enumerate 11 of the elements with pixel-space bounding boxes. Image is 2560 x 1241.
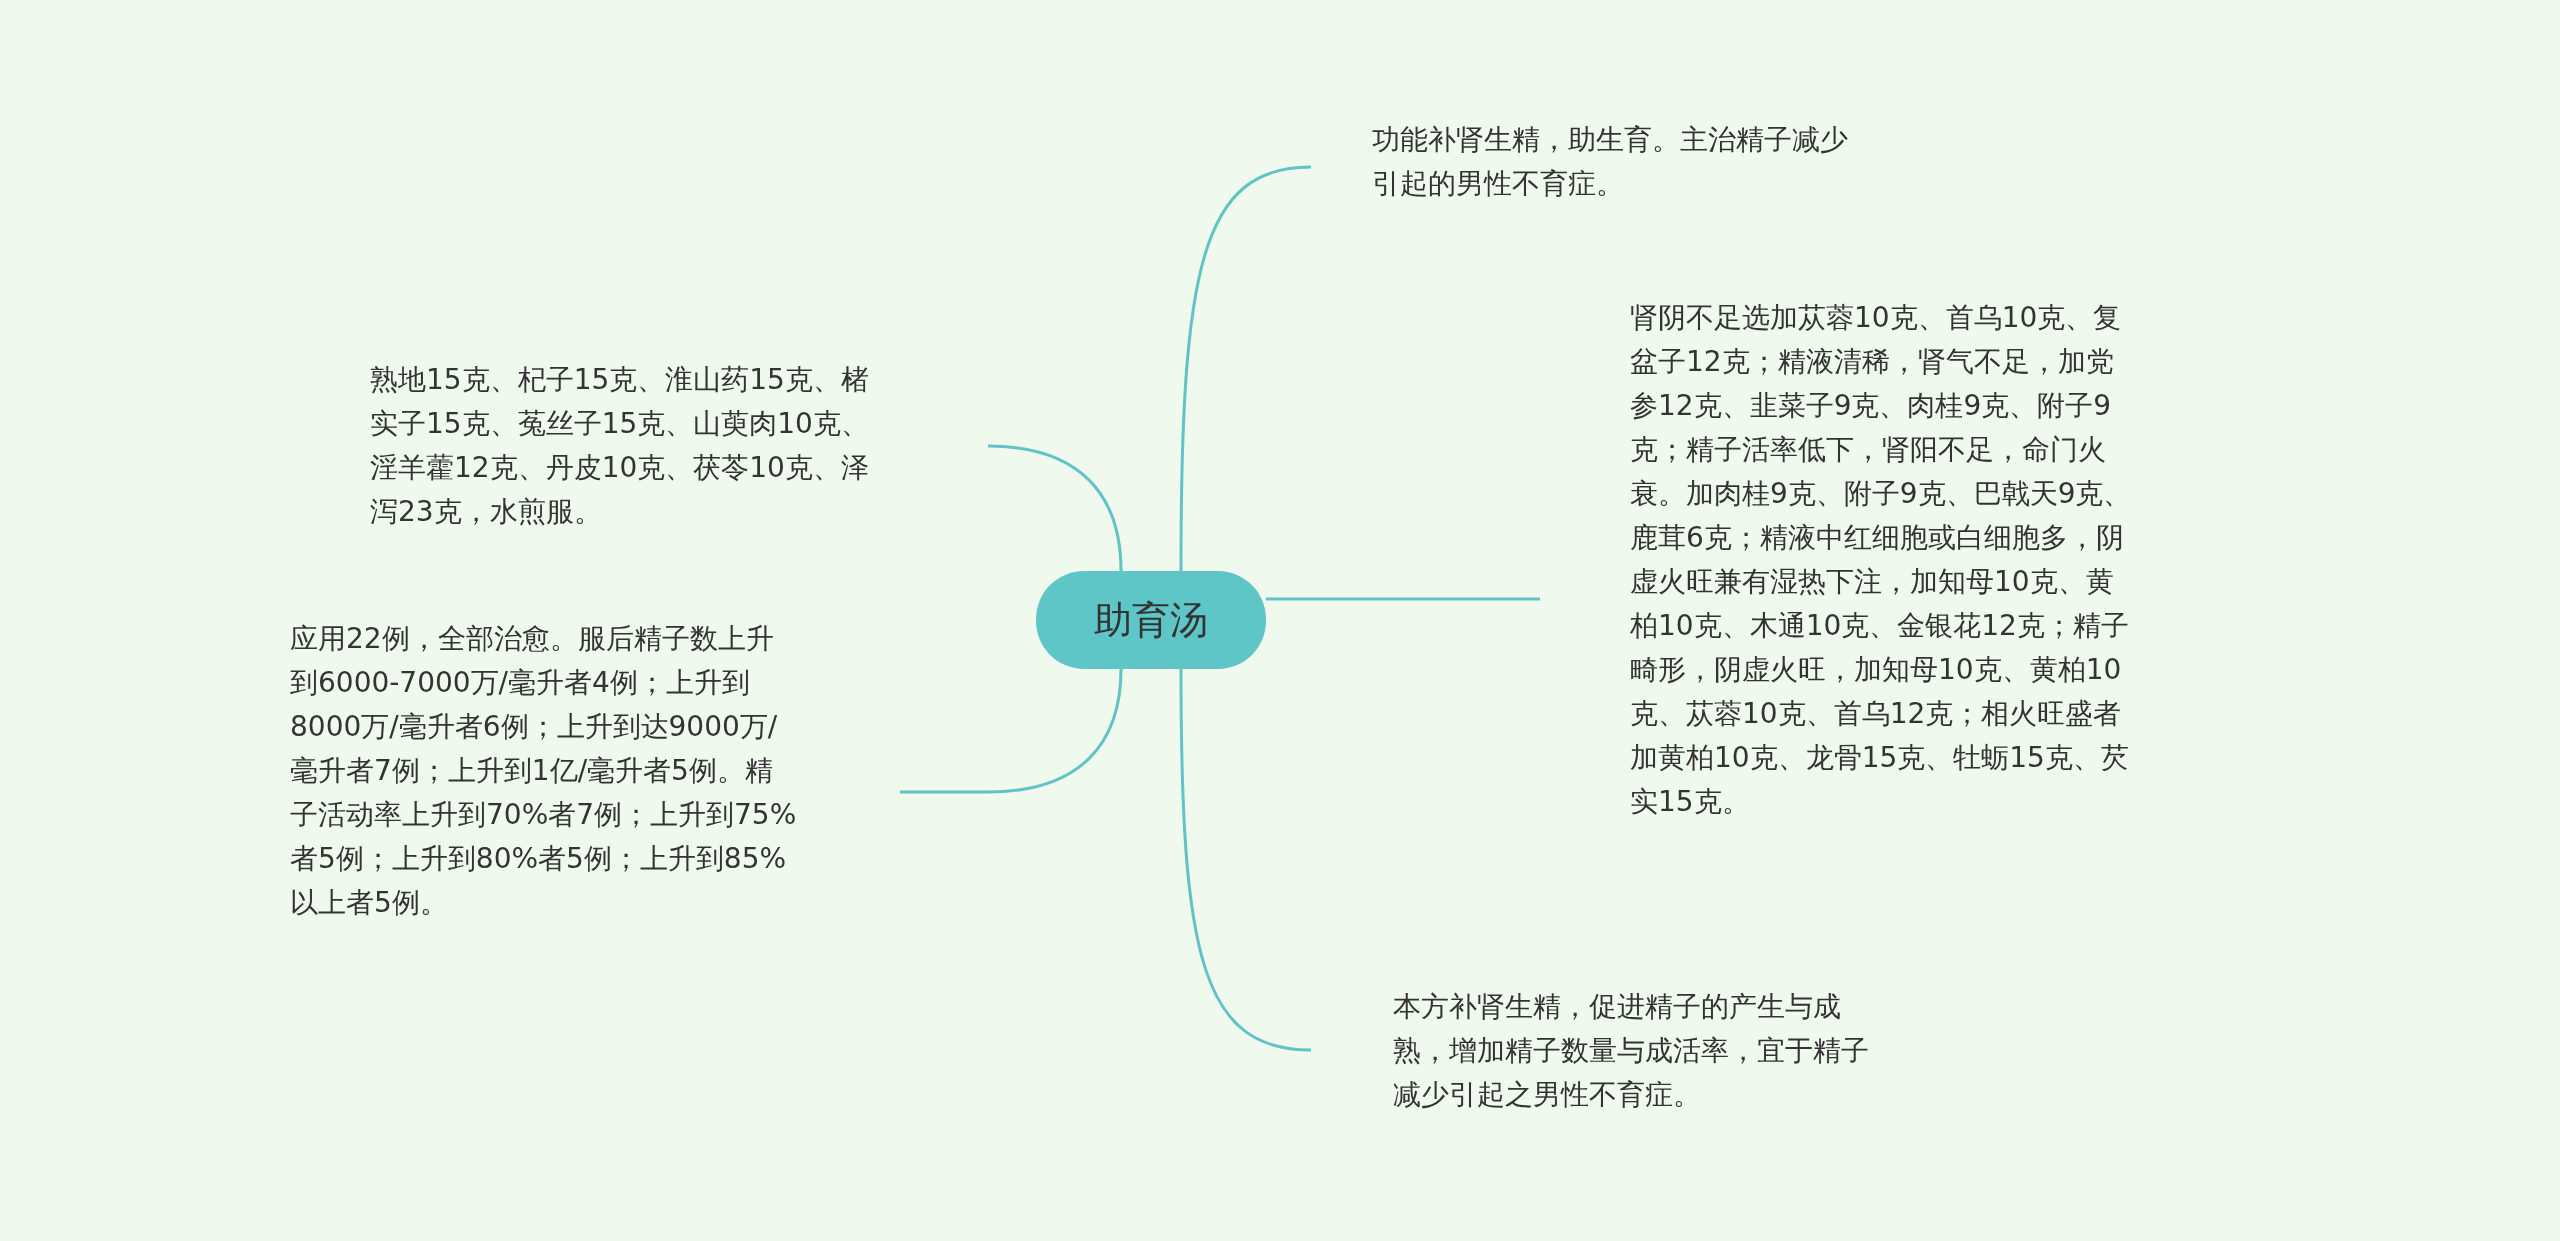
branch-text: 应用22例，全部治愈。服后精子数上升到6000-7000万/毫升者4例；上升到8000万/毫升者6例；上升到达9000万/毫升者7例；上升到1亿/毫升者5例。精子活动率上升到70%者7例；上升到75%者5例；上升到80%者5例；上升到85%以上者5例。 (290, 621, 798, 921)
branch-line (987, 444, 1123, 572)
branch-text: 熟地15克、杞子15克、淮山药15克、楮实子15克、菟丝子15克、山萸肉10克、淫羊藿12克、丹皮10克、茯苓10克、泽泻23克，水煎服。 (370, 362, 870, 530)
branch-text: 肾阴不足选加苁蓉10克、首乌10克、复盆子12克；精液清稀，肾气不足，加党参12克、韭菜子9克、肉桂9克、附子9克；精子活率低下，肾阳不足，命门火衰。加肉桂9克、附子9克、巴戟天9克、鹿茸6克；精液中红细胞或白细胞多，阴虚火旺兼有湿热下注，加知母10克、黄柏10克、木通10克、金银花12克；精子畸形，阴虚火旺，加知母10克、黄柏10克、苁蓉10克、首乌12克；相火旺盛者加黄柏10克、龙骨15克、牡蛎15克、芡实15克。 (1630, 300, 2133, 820)
branch-line (1179, 165, 1312, 571)
branch-line (900, 668, 1123, 794)
branch-text: 功能补肾生精，助生育。主治精子减少引起的男性不育症。 (1372, 122, 1849, 202)
branch-line (1179, 669, 1312, 1052)
central-topic-box: 助育汤 (1036, 571, 1266, 669)
branch-text: 本方补肾生精，促进精子的产生与成熟，增加精子数量与成活率，宜于精子减少引起之男性不育症。 (1393, 989, 1870, 1113)
branch-line (1266, 597, 1540, 601)
